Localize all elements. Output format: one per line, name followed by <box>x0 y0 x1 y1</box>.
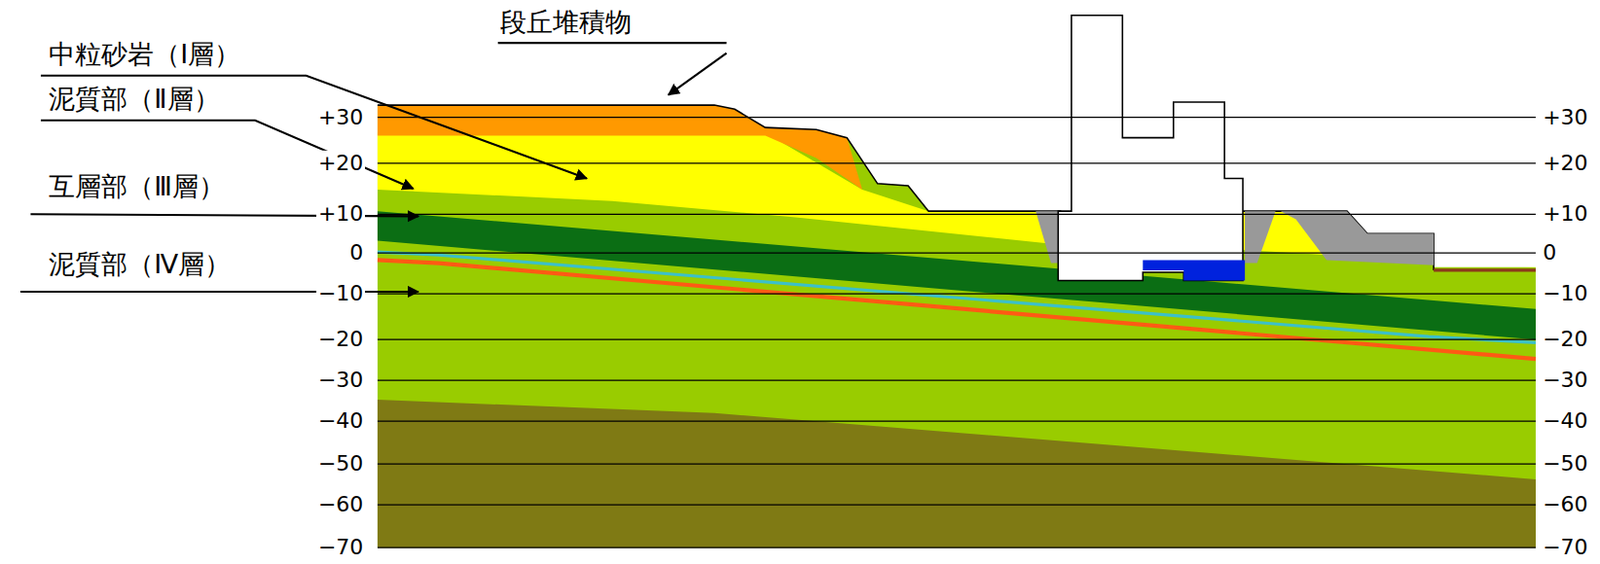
elevation-label: +10 <box>316 201 365 227</box>
layer-label: 互層部（Ⅲ層） <box>48 171 225 203</box>
building-basement <box>1142 259 1245 281</box>
elevation-label: +20 <box>1540 150 1590 177</box>
elevation-label: −30 <box>316 367 365 394</box>
ground-surface <box>377 105 1061 212</box>
elevation-label: −40 <box>1540 408 1590 435</box>
elevation-label: −70 <box>316 535 365 561</box>
grid-line <box>377 504 1536 506</box>
elevation-label: −70 <box>1540 535 1590 561</box>
leader-line <box>40 75 587 180</box>
grid-line <box>377 252 1536 254</box>
ground-surface <box>1242 211 1434 271</box>
reactor-building <box>1057 15 1243 282</box>
backfill <box>1280 211 1434 266</box>
seabed-line <box>1433 268 1536 272</box>
grid-line <box>377 420 1536 422</box>
grid-line <box>377 380 1536 382</box>
grid-line <box>377 464 1536 466</box>
elevation-label: +10 <box>1540 201 1590 227</box>
sky <box>372 0 1541 268</box>
layer-label: 泥質部（Ⅱ層） <box>48 82 219 114</box>
layer-label: 段丘堆積物 <box>500 6 632 38</box>
grid-line <box>377 292 1536 294</box>
backfill <box>1244 211 1275 263</box>
elevation-label: −30 <box>1540 367 1590 394</box>
grid-line <box>377 162 1536 164</box>
elevation-label: −10 <box>1540 281 1590 307</box>
elevation-label: 0 <box>347 240 365 266</box>
grid-line <box>377 116 1536 118</box>
elevation-grid <box>377 117 1536 548</box>
grid-line <box>377 546 1536 548</box>
elevation-label: −50 <box>1540 451 1590 477</box>
deep-layer <box>377 400 1536 548</box>
grid-line <box>377 214 1536 216</box>
elevation-label: +30 <box>316 104 365 130</box>
elevation-label: +20 <box>316 150 365 177</box>
elevation-label: −20 <box>316 327 365 353</box>
grid-line <box>377 339 1536 341</box>
elevation-label: +30 <box>1540 104 1590 130</box>
leader-line <box>668 53 728 96</box>
layer-label: 泥質部（Ⅳ層） <box>48 248 231 280</box>
elevation-label: 0 <box>1540 240 1559 266</box>
elevation-label: −10 <box>316 281 365 307</box>
elevation-label: −60 <box>316 492 365 518</box>
elevation-label: −40 <box>316 408 365 435</box>
elevation-label: −60 <box>1540 492 1590 518</box>
underline <box>498 41 728 44</box>
elevation-label: −50 <box>316 451 365 477</box>
layer-label: 中粒砂岩（Ⅰ層） <box>48 37 241 70</box>
leader-lines <box>20 42 728 292</box>
elevation-label: −20 <box>1540 327 1590 353</box>
